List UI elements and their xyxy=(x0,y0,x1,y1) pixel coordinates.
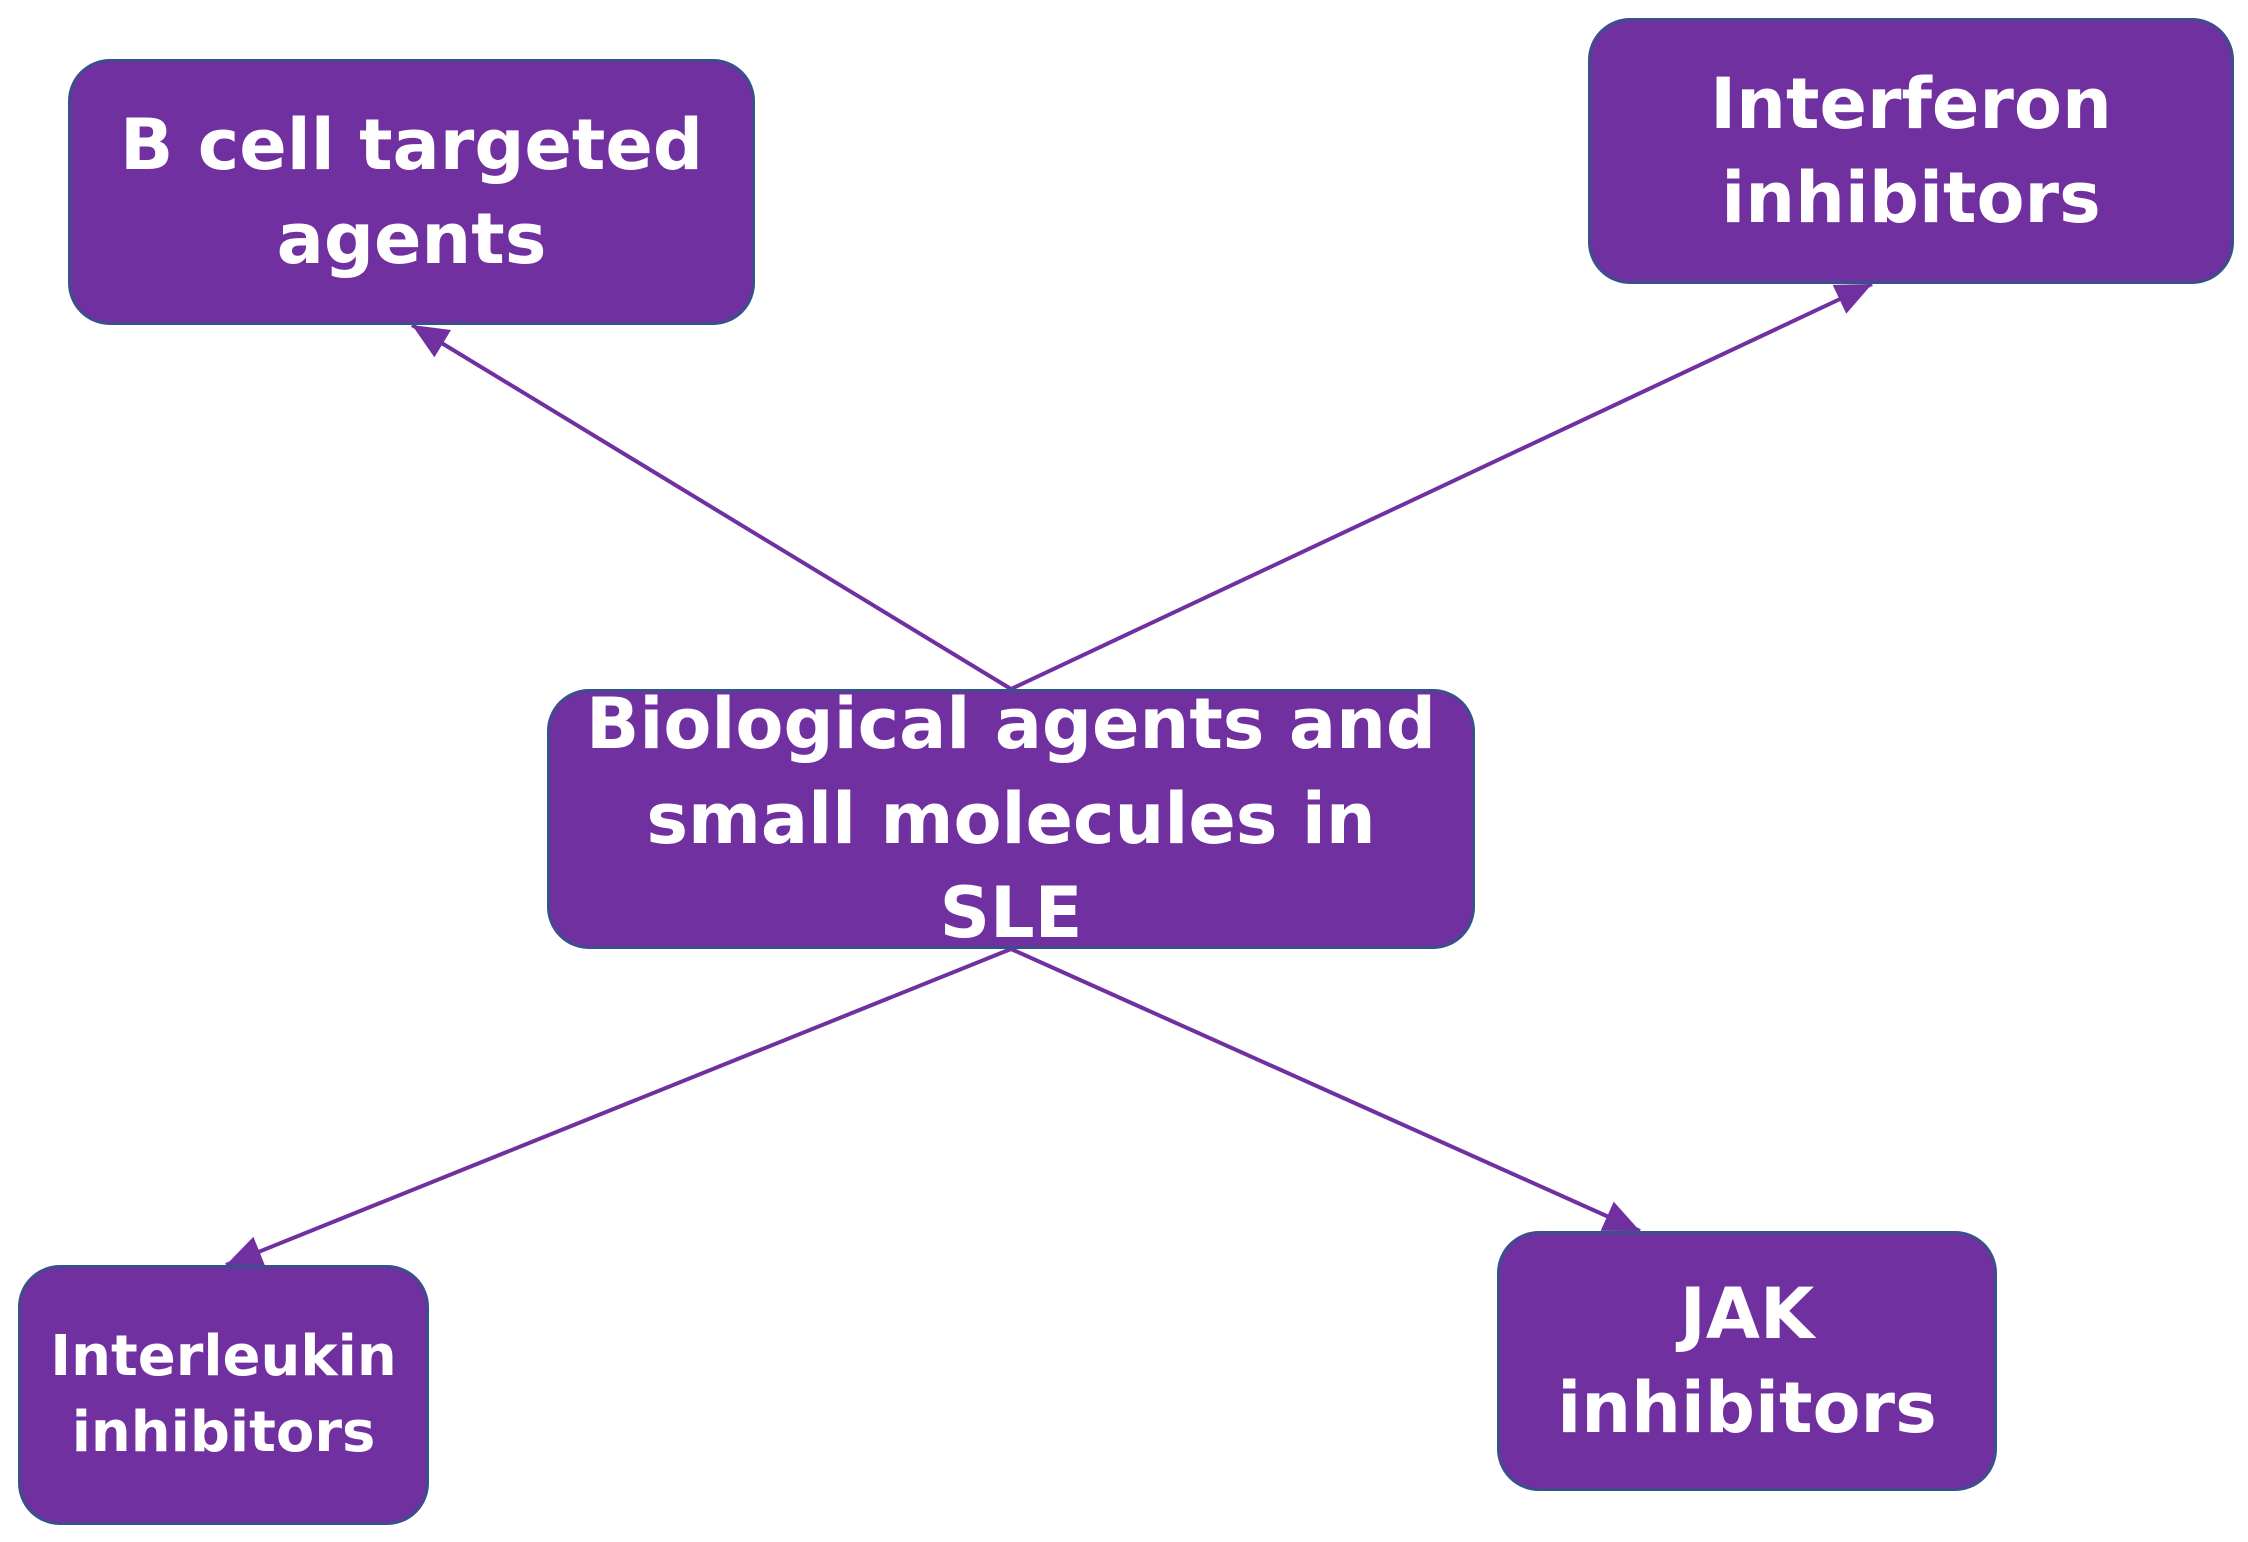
interleukin-node-text: Interleukin inhibitors xyxy=(50,1319,396,1470)
center-node-text: Biological agents and small molecules in… xyxy=(570,677,1452,961)
interleukin-node-line-2: inhibitors xyxy=(71,1400,376,1465)
bcell-node-line-1: B cell targeted xyxy=(120,103,703,186)
arrow-to-jak xyxy=(1010,947,1641,1233)
interferon-node-text: Interferon inhibitors xyxy=(1710,57,2112,246)
bcell-node: B cell targeted agents xyxy=(68,59,755,325)
jak-node: JAK inhibitors xyxy=(1497,1231,1997,1491)
arrow-to-bcell xyxy=(410,323,1013,691)
interferon-node-line-2: inhibitors xyxy=(1721,157,2101,239)
arrow-to-interleukin xyxy=(225,947,1012,1267)
interleukin-node-line-1: Interleukin xyxy=(50,1324,397,1390)
arrow-to-interferon xyxy=(1010,282,1873,691)
jak-node-line-1: JAK xyxy=(1679,1272,1815,1355)
jak-node-text: JAK inhibitors xyxy=(1557,1267,1937,1456)
jak-node-line-2: inhibitors xyxy=(1557,1367,1937,1449)
center-node-line-1: Biological agents and xyxy=(585,683,1437,766)
interleukin-node: Interleukin inhibitors xyxy=(18,1265,429,1525)
bcell-node-text: B cell targeted agents xyxy=(120,98,703,287)
center-node: Biological agents and small molecules in… xyxy=(547,683,1475,954)
interferon-node: Interferon inhibitors xyxy=(1588,18,2234,284)
bcell-node-line-2: agents xyxy=(276,198,547,280)
center-node-line-2: small molecules in SLE xyxy=(646,777,1376,955)
interferon-node-line-1: Interferon xyxy=(1710,62,2112,145)
